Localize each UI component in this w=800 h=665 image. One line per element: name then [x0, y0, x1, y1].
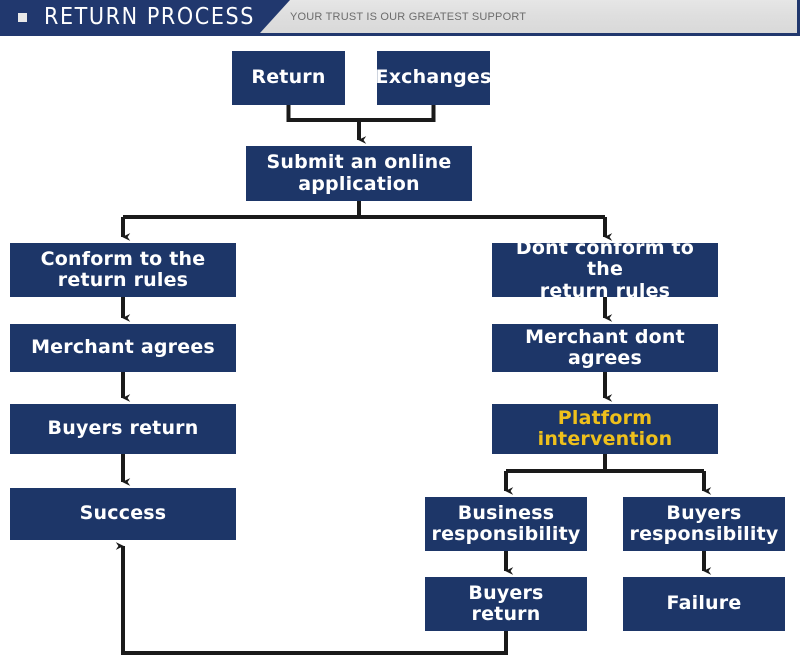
flowchart-connectors [115, 105, 712, 655]
node-platform-intervention[interactable]: Platform intervention [492, 404, 718, 454]
edge-feedback-loop-to-success [115, 542, 508, 655]
node-business-responsibility[interactable]: Business responsibility [425, 497, 587, 551]
node-exchanges[interactable]: Exchanges [376, 51, 491, 105]
node-dont-conform-to-return-rules[interactable]: Dont conform to the return rules [492, 238, 718, 301]
node-merchant-dont-agrees[interactable]: Merchant dont agrees [492, 324, 718, 372]
node-failure[interactable]: Failure [623, 577, 785, 631]
node-submit-application[interactable]: Submit an online application [246, 146, 472, 201]
page-title: RETURN PROCESS [44, 4, 255, 30]
node-merchant-agrees[interactable]: Merchant agrees [10, 324, 236, 372]
header-underline [0, 33, 800, 36]
node-success[interactable]: Success [10, 488, 236, 540]
node-conform-to-return-rules[interactable]: Conform to the return rules [10, 243, 236, 297]
header-tagline: YOUR TRUST IS OUR GREATEST SUPPORT [290, 11, 527, 23]
square-bullet-icon [18, 13, 27, 22]
return-process-flowchart: Return Exchanges Submit an online applic… [0, 36, 800, 665]
node-buyers-responsibility[interactable]: Buyers responsibility [623, 497, 785, 551]
node-buyers-return[interactable]: Buyers return [10, 404, 236, 454]
node-buyers-return-secondary[interactable]: Buyers return [425, 577, 587, 631]
page-header: RETURN PROCESS YOUR TRUST IS OUR GREATES… [0, 0, 800, 36]
header-navy-band [0, 0, 290, 33]
node-return[interactable]: Return [232, 51, 345, 105]
edge-return-exchanges-merge [286, 105, 436, 122]
